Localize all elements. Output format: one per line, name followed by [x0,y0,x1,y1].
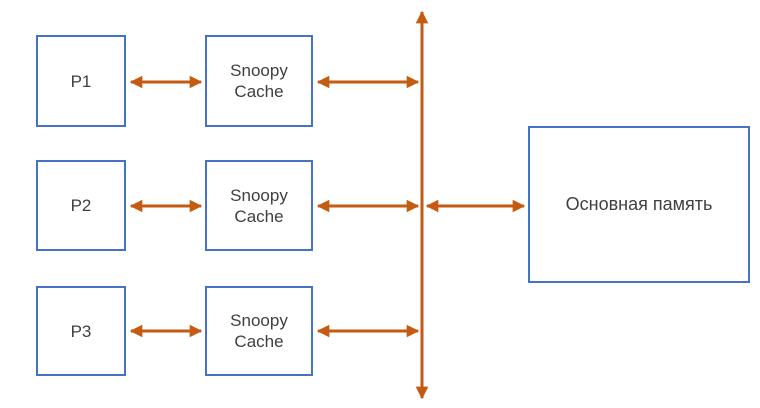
node-snoopy-cache-1: Snoopy Cache [205,35,313,127]
node-main-memory: Основная память [528,126,750,283]
node-main-memory-label: Основная память [565,194,713,214]
node-p3: P3 [36,286,126,376]
node-p3-label: P3 [70,321,92,341]
node-snoopy-cache-2-label: Snoopy Cache [230,185,288,226]
node-p2: P2 [36,160,126,251]
node-snoopy-cache-1-label: Snoopy Cache [230,61,288,101]
node-snoopy-cache-3-label: Snoopy Cache [230,311,288,351]
node-p1: P1 [36,35,126,127]
node-snoopy-cache-3: Snoopy Cache [205,286,313,376]
node-p1-label: P1 [70,71,92,91]
node-snoopy-cache-2: Snoopy Cache [205,160,313,251]
node-p2-label: P2 [70,196,92,215]
